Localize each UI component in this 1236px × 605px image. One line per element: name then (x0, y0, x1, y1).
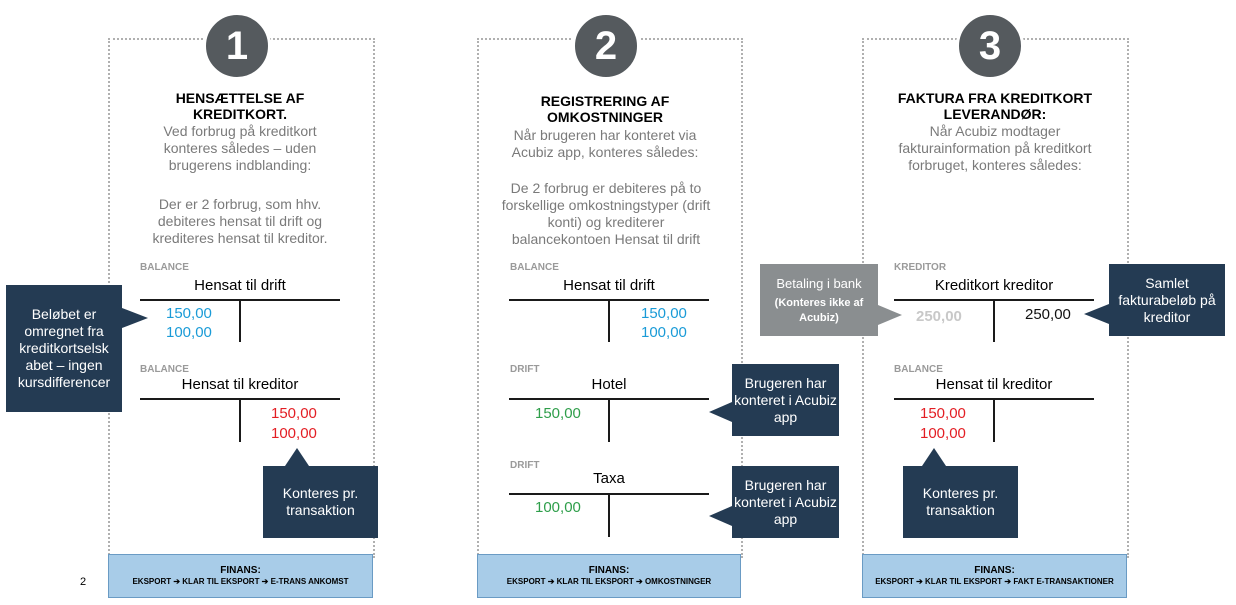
finans-path: EKSPORT ➔ KLAR TIL EKSPORT ➔ FAKT E-TRAN… (875, 577, 1114, 586)
debit-value: 150,00 (166, 305, 212, 322)
step-1-description-2: Der er 2 forbrug, som hhv. debiteres hen… (152, 196, 328, 246)
finans-title: FINANS: (220, 565, 261, 576)
callout-pointer (122, 308, 148, 328)
account-type-label: BALANCE (140, 262, 189, 273)
debit-value: 250,00 (916, 308, 962, 325)
finans-footer-3: FINANS: EKSPORT ➔ KLAR TIL EKSPORT ➔ FAK… (862, 554, 1127, 598)
finans-footer-2: FINANS: EKSPORT ➔ KLAR TIL EKSPORT ➔ OMK… (477, 554, 741, 598)
callout-pointer (709, 402, 732, 422)
credit-value: 150,00 (641, 305, 687, 322)
total-invoice-callout: Samlet fakturabeløb på kreditor (1109, 264, 1225, 336)
account-type-label: DRIFT (510, 364, 540, 375)
step-2-description-2: De 2 forbrug er debiteres på to forskell… (501, 180, 711, 247)
finans-path: EKSPORT ➔ KLAR TIL EKSPORT ➔ E-TRANS ANK… (132, 577, 349, 586)
user-coded-callout: Brugeren har konteret i Acubiz app (732, 364, 839, 436)
account-type-label: BALANCE (894, 364, 943, 375)
account-type-label: DRIFT (510, 460, 540, 471)
step-1-description: Ved forbrug på kreditkort konteres såled… (163, 123, 317, 173)
step-1-badge: 1 (203, 12, 271, 80)
credit-value: 100,00 (271, 425, 317, 442)
t-account-divider (608, 398, 610, 442)
bank-payment-title: Betaling i bank (776, 275, 862, 291)
debit-value: 150,00 (920, 405, 966, 422)
credit-value: 100,00 (641, 324, 687, 341)
per-transaction-callout: Konteres pr. transaktion (903, 466, 1018, 538)
t-account-name: Hotel (591, 376, 627, 393)
debit-value: 100,00 (920, 425, 966, 442)
t-account-name: Taxa (593, 470, 625, 487)
step-2-description: Når brugeren har konteret via Acubiz app… (511, 127, 699, 160)
callout-pointer (285, 448, 309, 466)
debit-value: 150,00 (535, 405, 581, 422)
step-2-title: REGISTRERING AF OMKOSTNINGER (540, 93, 670, 125)
t-account-name: Hensat til kreditor (181, 376, 299, 393)
finans-title: FINANS: (588, 565, 630, 576)
finans-title: FINANS: (974, 565, 1015, 576)
t-account-divider (239, 299, 241, 342)
callout-pointer (709, 506, 732, 526)
callout-pointer (878, 305, 902, 325)
conversion-callout: Beløbet er omregnet fra kreditkortselsk … (6, 285, 122, 412)
t-account-divider (608, 299, 610, 342)
finans-footer-1: FINANS: EKSPORT ➔ KLAR TIL EKSPORT ➔ E-T… (108, 554, 373, 598)
t-account-name: Hensat til drift (194, 277, 286, 294)
t-account-divider (993, 398, 995, 442)
t-account-divider (239, 398, 241, 442)
debit-value: 100,00 (166, 324, 212, 341)
step-1-title: HENSÆTTELSE AF KREDITKORT. (175, 90, 305, 122)
per-transaction-callout: Konteres pr. transaktion (263, 466, 378, 538)
step-3-badge: 3 (956, 12, 1024, 80)
step-3-title: FAKTURA FRA KREDITKORT LEVERANDØR: (897, 90, 1093, 122)
debit-value: 100,00 (535, 499, 581, 516)
bank-payment-callout: Betaling i bank (Konteres ikke af Acubiz… (760, 264, 878, 336)
t-account-name: Hensat til kreditor (935, 376, 1053, 393)
finans-path: EKSPORT ➔ KLAR TIL EKSPORT ➔ OMKOSTNINGE… (506, 577, 712, 586)
credit-value: 250,00 (1025, 306, 1071, 323)
t-account-name: Kreditkort kreditor (934, 277, 1054, 294)
t-account-name: Hensat til drift (563, 277, 655, 294)
credit-value: 150,00 (271, 405, 317, 422)
page-number: 2 (80, 576, 87, 588)
step-3-description: Når Acubiz modtager fakturainformation p… (898, 123, 1092, 173)
account-type-label: KREDITOR (894, 262, 947, 273)
account-type-label: BALANCE (140, 364, 189, 375)
step-2-badge: 2 (572, 12, 640, 80)
t-account-divider (608, 493, 610, 537)
callout-pointer (922, 448, 946, 466)
user-coded-callout: Brugeren har konteret i Acubiz app (732, 466, 839, 538)
callout-pointer (1084, 304, 1109, 324)
bank-payment-note: (Konteres ikke af Acubiz) (774, 296, 864, 324)
account-type-label: BALANCE (510, 262, 559, 273)
t-account-divider (993, 299, 995, 342)
